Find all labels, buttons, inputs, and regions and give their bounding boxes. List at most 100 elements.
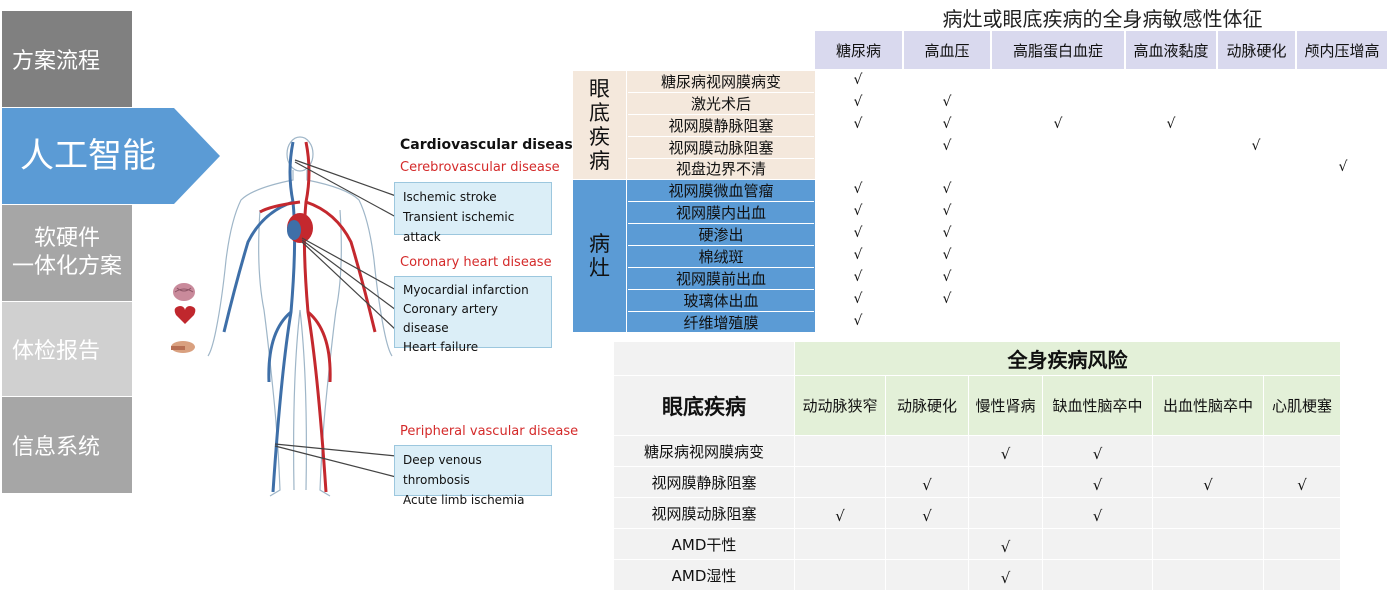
table1-check-mark: √ <box>942 247 952 263</box>
nav-item-hardware[interactable]: 软硬件 一体化方案 <box>2 205 132 301</box>
table2-empty-cell <box>794 435 886 467</box>
table1-check-mark: √ <box>942 291 952 307</box>
disease-item: Ischemic stroke <box>403 190 497 204</box>
nav-item-ai[interactable] <box>2 108 220 204</box>
disease-item: Coronary artery disease <box>403 302 498 335</box>
cerebrovascular-box: Ischemic stroke Transient ischemic attac… <box>394 182 552 244</box>
table2-empty-cell <box>968 497 1043 529</box>
table1-check-mark: √ <box>942 94 952 110</box>
table1-check-mark: √ <box>1251 138 1261 154</box>
table2-empty-cell <box>1152 435 1264 467</box>
table1-group2-bg <box>573 180 815 332</box>
table2-row-label: AMD湿性 <box>613 559 795 591</box>
table1-row-label: 纤维增殖膜 <box>683 314 759 332</box>
disease-item: Heart failure <box>403 340 479 354</box>
table1-check-mark: √ <box>853 313 863 329</box>
table1-row-label: 视网膜微血管瘤 <box>628 180 814 202</box>
table2-row: 视网膜静脉阻塞√√√√ <box>613 466 1341 498</box>
table2-empty-cell <box>885 528 969 560</box>
table1-title: 病灶或眼底疾病的全身病敏感性体征 <box>942 7 1263 31</box>
peripheral-title: Peripheral vascular disease <box>400 424 579 439</box>
table2-empty-cell <box>1263 528 1341 560</box>
table2-check-mark: √ <box>794 497 886 529</box>
table1-group1-label: 眼 底 疾 病 <box>573 71 626 179</box>
table2-col-header: 动动脉狭窄 <box>794 375 886 436</box>
disease-item: Transient ischemic attack <box>403 210 515 244</box>
table1-check-mark: √ <box>853 72 863 88</box>
nav-item-report-label: 体检报告 <box>12 339 101 364</box>
table1-divider <box>626 71 627 332</box>
table1-check-mark: √ <box>853 225 863 241</box>
table1-row-label: 激光术后 <box>628 93 814 115</box>
table2-check-mark: √ <box>1042 435 1153 467</box>
table1-check-mark: √ <box>942 116 952 132</box>
table1-col-header: 糖尿病 <box>815 31 902 69</box>
table1-row-label: 玻璃体出血 <box>628 290 814 312</box>
table1-col-header: 颅内压增高 <box>1297 31 1387 69</box>
table2-empty-cell <box>1152 497 1264 529</box>
table2-corner <box>613 341 795 376</box>
nav-item-info-system[interactable]: 信息系统 <box>2 397 132 493</box>
table1-group1-bg <box>573 71 815 179</box>
nav-item-flow-label: 方案流程 <box>12 49 101 74</box>
nav-item-hardware-line2: 一体化方案 <box>11 254 122 279</box>
nav-item-report[interactable]: 体检报告 <box>2 302 132 396</box>
table2-empty-cell <box>1152 528 1264 560</box>
group-label-char: 底 <box>589 101 610 125</box>
table1-row-label: 视盘边界不清 <box>675 160 766 178</box>
leader-lines <box>274 159 397 478</box>
nav-item-ai-label: 人工智能 <box>20 136 156 176</box>
table2-top-header: 全身疾病风险 <box>794 341 1341 376</box>
table1-col-header: 高脂蛋白血症 <box>992 31 1124 69</box>
table2-empty-cell <box>1263 559 1341 591</box>
heart-icon <box>174 306 196 324</box>
table2-check-mark: √ <box>885 466 969 498</box>
table2-col-header: 心肌梗塞 <box>1263 375 1341 436</box>
group-label-char: 疾 <box>589 125 610 149</box>
group-label-char: 病 <box>589 232 610 256</box>
table1-row-label: 视网膜静脉阻塞 <box>628 115 814 137</box>
table1-row-label: 视网膜前出血 <box>628 268 814 290</box>
table2-empty-cell <box>885 435 969 467</box>
table2-row-label: AMD干性 <box>613 528 795 560</box>
table2-empty-cell <box>968 466 1043 498</box>
table1-row-label: 棉绒斑 <box>628 246 814 268</box>
table2-col-header: 出血性脑卒中 <box>1152 375 1264 436</box>
table2-empty-cell <box>885 559 969 591</box>
table1-check-mark: √ <box>853 247 863 263</box>
table1-check-mark: √ <box>942 269 952 285</box>
table1-check-mark: √ <box>853 203 863 219</box>
table2-empty-cell <box>1152 559 1264 591</box>
nav-item-info-system-label: 信息系统 <box>12 435 101 460</box>
group-label-char: 眼 <box>589 77 610 101</box>
table2-col-header: 动脉硬化 <box>885 375 969 436</box>
group-label-char: 灶 <box>589 256 610 280</box>
kidney-icon <box>171 341 195 353</box>
table2-row-header: 眼底疾病 <box>613 375 795 436</box>
disease-item: Deep venous thrombosis <box>403 453 482 487</box>
table1-check-mark: √ <box>942 225 952 241</box>
coronary-box: Myocardial infarction Coronary artery di… <box>394 276 552 354</box>
table1-check-mark: √ <box>853 94 863 110</box>
table1-row-label: 视网膜内出血 <box>628 202 814 224</box>
coronary-title: Coronary heart disease <box>400 255 552 270</box>
table2-check-mark: √ <box>1042 466 1153 498</box>
table2-col-header: 缺血性脑卒中 <box>1042 375 1153 436</box>
table1-col-header: 高血压 <box>904 31 990 69</box>
vascular-body-illustration <box>171 136 393 497</box>
table1-check-mark: √ <box>1338 159 1348 175</box>
table2-check-mark: √ <box>1263 466 1341 498</box>
table1-check-mark: √ <box>1053 116 1063 132</box>
brain-icon <box>173 283 195 301</box>
table1-check-mark: √ <box>853 116 863 132</box>
table2-row-label: 视网膜动脉阻塞 <box>613 497 795 529</box>
table2-empty-cell <box>1042 528 1153 560</box>
peripheral-box: Deep venous thrombosis Acute limb ischem… <box>394 445 552 507</box>
disease-item: Acute limb ischemia <box>403 493 525 507</box>
table2-row-label: 糖尿病视网膜病变 <box>613 435 795 467</box>
table2-row: AMD干性√ <box>613 528 1341 560</box>
table1-check-mark: √ <box>942 138 952 154</box>
nav-item-flow[interactable]: 方案流程 <box>2 11 132 107</box>
table2-empty-cell <box>794 528 886 560</box>
table2-col-header: 慢性肾病 <box>968 375 1043 436</box>
